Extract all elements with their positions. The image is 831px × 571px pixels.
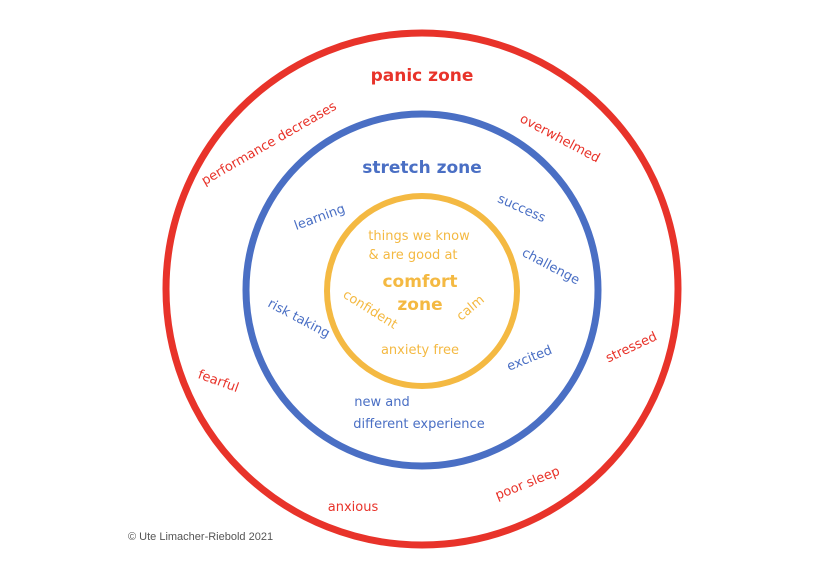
comfort-zone-title-line1: comfort <box>382 272 457 292</box>
comfort-label-calm: calm <box>454 292 488 324</box>
comfort-label-anxiety-free: anxiety free <box>381 343 459 358</box>
stretch-label-different-experience: different experience <box>353 417 484 432</box>
comfort-zone-ring <box>324 193 520 389</box>
stretch-label-challenge: challenge <box>519 245 582 288</box>
panic-zone-ring <box>162 29 682 549</box>
stretch-label-risk-taking: risk taking <box>265 296 332 341</box>
panic-label-poor-sleep: poor sleep <box>493 464 562 503</box>
stretch-zone-title: stretch zone <box>362 158 482 178</box>
stretch-label-learning: learning <box>292 202 347 234</box>
stretch-label-excited: excited <box>505 343 555 375</box>
comfort-label-things-we-know: things we know <box>368 229 470 244</box>
panic-zone-title: panic zone <box>371 66 474 86</box>
panic-label-anxious: anxious <box>328 500 379 515</box>
comfort-label-good-at: & are good at <box>368 248 457 263</box>
stretch-label-success: success <box>495 192 548 226</box>
panic-label-stressed: stressed <box>604 329 660 366</box>
copyright-notice: © Ute Limacher-Riebold 2021 <box>128 531 274 543</box>
comfort-zone-title-line2: zone <box>397 295 442 315</box>
stretch-zone-ring <box>242 110 602 470</box>
comfort-label-confident: confident <box>340 287 400 332</box>
panic-label-fearful: fearful <box>196 367 241 396</box>
stretch-label-new-and: new and <box>354 395 409 410</box>
panic-label-overwhelmed: overwhelmed <box>517 112 602 167</box>
